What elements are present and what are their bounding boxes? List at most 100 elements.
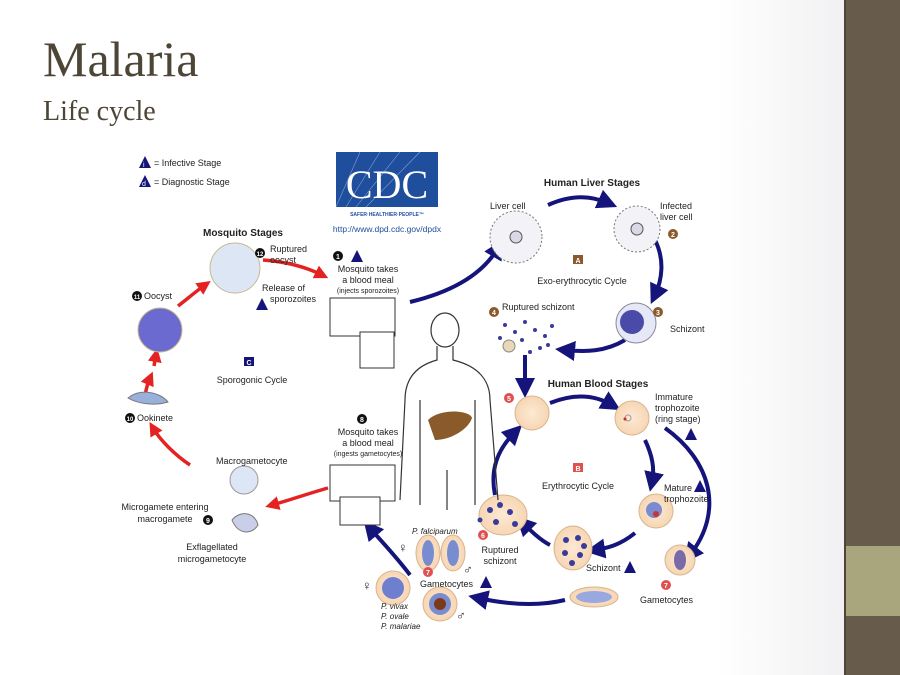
svg-text:7: 7: [426, 570, 430, 577]
arrow-schizont: [585, 531, 637, 559]
red-blood-cell: [514, 395, 550, 431]
gametocyte-inset: [339, 496, 381, 526]
svg-text:d: d: [142, 181, 146, 188]
slide-subtitle: Life cycle: [43, 96, 156, 127]
svg-text:Ruptured schizont: Ruptured schizont: [502, 302, 575, 312]
svg-text:5: 5: [507, 396, 511, 403]
svg-text:Ruptured: Ruptured: [270, 244, 307, 254]
diagnostic-stage-icon: [694, 480, 706, 492]
malaria-life-cycle-diagram: i = Infective Stage d = Diagnostic Stage…: [121, 151, 712, 631]
legend-infective: = Infective Stage: [154, 158, 221, 168]
svg-text:Mosquito takes: Mosquito takes: [338, 427, 399, 437]
legend-diagnostic: = Diagnostic Stage: [154, 177, 230, 187]
ruptured-oocyst: [209, 242, 261, 294]
svg-text:3: 3: [656, 310, 660, 317]
parasites: [382, 414, 686, 615]
svg-text:Exflagellated: Exflagellated: [186, 542, 238, 552]
svg-text:(injects sporozoites): (injects sporozoites): [337, 288, 399, 295]
infective-stage-icon: [256, 298, 268, 310]
svg-text:Gametocytes: Gametocytes: [640, 595, 694, 605]
svg-text:Microgamete entering: Microgamete entering: [121, 502, 208, 512]
svg-text:B: B: [575, 466, 580, 473]
legend: i = Infective Stage d = Diagnostic Stage: [139, 156, 230, 188]
svg-text:11: 11: [134, 295, 141, 301]
svg-text:a blood meal: a blood meal: [342, 275, 394, 285]
sidebar-accent-block: [846, 546, 900, 616]
step-badge-8: 8: [357, 414, 367, 424]
cdc-url: http://www.dpd.cdc.gov/dpdx: [333, 224, 442, 234]
svg-text:P. vivax: P. vivax: [381, 602, 409, 611]
cycle-b-badge: [573, 463, 583, 472]
heading-blood-stages: Human Blood Stages: [548, 379, 649, 390]
cycle-a-badge: [573, 255, 583, 264]
svg-text:♂: ♂: [463, 562, 473, 577]
svg-text:8: 8: [360, 417, 364, 424]
mosquito-feeding-image-2: [329, 464, 396, 502]
svg-text:Mature: Mature: [664, 483, 692, 493]
liver-stages: [489, 205, 661, 354]
svg-text:1: 1: [336, 254, 340, 261]
svg-text:Erythrocytic Cycle: Erythrocytic Cycle: [542, 481, 614, 491]
arrow-ruptured: [515, 515, 551, 547]
svg-text:9: 9: [206, 518, 210, 525]
svg-text:schizont: schizont: [483, 556, 517, 566]
svg-text:12: 12: [257, 252, 264, 258]
svg-text:6: 6: [481, 533, 485, 540]
diagnostic-stage-icon: [139, 175, 151, 187]
arrow-infected-schizont: [650, 239, 669, 305]
step-badge-2: 2: [668, 229, 678, 239]
ruptured-schizont-cell: [478, 494, 528, 536]
step-badge-1: 1: [333, 251, 343, 261]
svg-text:P. ovale: P. ovale: [381, 612, 409, 621]
arrow-mature: [643, 439, 664, 492]
svg-text:Schizont: Schizont: [670, 324, 705, 334]
human-silhouette: [399, 312, 499, 510]
slide-title: Malaria: [43, 31, 199, 87]
arrow-gametocytes-left: [468, 590, 566, 610]
diagnostic-stage-icon: [624, 561, 636, 573]
svg-text:(ring stage): (ring stage): [655, 414, 701, 424]
step-badge-3: 3: [653, 307, 663, 317]
arrow-schizont-ruptured: [555, 338, 627, 361]
human-liver: [428, 411, 472, 440]
mosquito-feeding-image-1: [329, 297, 396, 337]
svg-text:a blood meal: a blood meal: [342, 438, 394, 448]
svg-text:Oocyst: Oocyst: [144, 291, 173, 301]
ring-stage-cell: [614, 400, 650, 436]
svg-text:Infected: Infected: [660, 201, 692, 211]
infective-stage-icon: [139, 156, 151, 168]
svg-text:CDC: CDC: [346, 162, 428, 207]
svg-text:(ingests gametocytes): (ingests gametocytes): [334, 451, 402, 458]
heading-mosquito-stages: Mosquito Stages: [203, 228, 283, 239]
step-badge-6: 6: [478, 530, 488, 540]
ookinete: [127, 391, 169, 405]
svg-text:liver cell: liver cell: [660, 212, 693, 222]
svg-text:♀: ♀: [398, 540, 408, 555]
blue-arrows: [363, 189, 712, 610]
svg-text:trophozoite: trophozoite: [664, 494, 709, 504]
diagnostic-stage-icon: [480, 576, 492, 588]
schizont-cell: [553, 525, 593, 571]
svg-text:C: C: [246, 360, 251, 367]
exflagellated-microgametocyte: [231, 513, 259, 533]
cdc-logo: CDC SAFER·HEALTHIER·PEOPLE™ http://www.d…: [333, 151, 442, 234]
svg-text:4: 4: [492, 310, 496, 317]
step-badge-9: 9: [203, 515, 213, 525]
diagram-labels: Human Liver Stages Liver cell Infected l…: [121, 178, 708, 631]
svg-text:♂: ♂: [456, 608, 466, 623]
svg-text:macrogamete: macrogamete: [137, 514, 192, 524]
arrow-liver-infected: [547, 189, 618, 209]
step-badge-7-left: 7: [423, 567, 433, 577]
oocyst: [137, 307, 183, 353]
sporozoite-inset: [359, 331, 395, 369]
infective-stage-icon: [351, 250, 363, 262]
mosquito-stage-shapes: [127, 242, 396, 533]
svg-text:oocyst: oocyst: [270, 255, 297, 265]
arrow-to-mosquito: [363, 520, 412, 577]
step-badge-7: 7: [661, 580, 671, 590]
step-badge-4: 4: [489, 307, 499, 317]
arrow-ring: [549, 391, 621, 411]
svg-text:♀: ♀: [362, 578, 372, 593]
svg-text:Release of: Release of: [262, 283, 306, 293]
svg-text:Schizont: Schizont: [586, 563, 621, 573]
